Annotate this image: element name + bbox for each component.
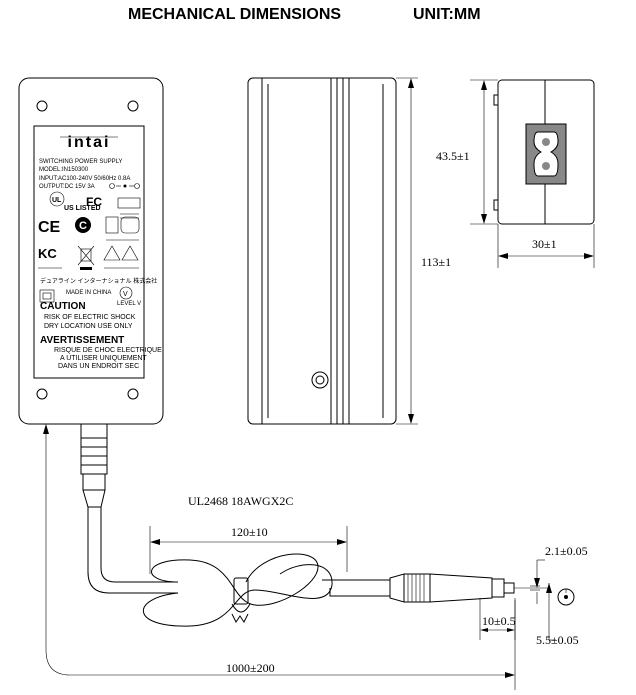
barrel-dimension: 5.5±0.05 bbox=[536, 633, 579, 647]
dimension-43-5: 43.5±1 bbox=[436, 79, 498, 225]
dimension-1000: 1000±200 bbox=[43, 424, 516, 690]
ce-mark: CE bbox=[38, 219, 61, 236]
caution-heading: CAUTION bbox=[40, 301, 86, 312]
mounting-hole-icon bbox=[127, 100, 139, 112]
ul-listed-mark: UL US LISTED bbox=[49, 191, 101, 212]
unit-label: UNIT:MM bbox=[413, 6, 481, 23]
strain-relief bbox=[80, 423, 108, 508]
svg-text:C: C bbox=[79, 220, 87, 232]
product-name: SWITCHING POWER SUPPLY bbox=[39, 159, 123, 165]
efficiency-mark bbox=[119, 286, 133, 300]
cable-spec: UL2468 18AWGX2C bbox=[188, 494, 293, 508]
cable-length-dimension: 1000±200 bbox=[226, 661, 275, 675]
dimension-30: 30±1 bbox=[497, 224, 595, 268]
avert-line-2: A UTILISER UNIQUEMENT bbox=[60, 355, 147, 362]
plug-end-view bbox=[557, 588, 575, 606]
dimension-2-1: 2.1±0.05 bbox=[530, 544, 588, 604]
dimension-120: 120±10 bbox=[149, 525, 348, 574]
c-tick-mark: C bbox=[75, 217, 91, 233]
end-outline bbox=[497, 79, 595, 225]
pin-dimension: 2.1±0.05 bbox=[545, 544, 588, 558]
brand-logo: intai bbox=[68, 134, 111, 151]
output-rating: OUTPUT:DC 15V 3A bbox=[39, 184, 95, 190]
svg-text:UL: UL bbox=[52, 197, 62, 204]
adapter-front-view: intai SWITCHING POWER SUPPLY MODEL:IN150… bbox=[18, 77, 164, 508]
dimension-5-5: 5.5±0.05 bbox=[536, 583, 579, 647]
mounting-hole-icon bbox=[36, 100, 48, 112]
polarity-icon bbox=[109, 183, 140, 189]
width-dimension: 30±1 bbox=[532, 237, 557, 251]
svg-text:US LISTED: US LISTED bbox=[64, 205, 101, 212]
japanese-text: デュアライン インターナショナル 株式会社 bbox=[40, 277, 157, 285]
efficiency-level: LEVEL V bbox=[117, 301, 141, 307]
avertissement-heading: AVERTISSEMENT bbox=[40, 335, 124, 346]
input-rating: INPUT:AC100-240V 50/60Hz 0.8A bbox=[39, 176, 130, 182]
cable-tie bbox=[233, 577, 249, 605]
side-outline bbox=[247, 77, 397, 425]
svg-text:V: V bbox=[123, 291, 128, 298]
dimension-113: 113±1 bbox=[396, 77, 451, 425]
double-insulation-icon bbox=[39, 289, 55, 303]
coil-dimension: 120±10 bbox=[231, 525, 268, 539]
vent-hole-icon bbox=[311, 371, 329, 389]
fcc-mark: FC bbox=[86, 195, 102, 209]
adapter-side-view bbox=[247, 77, 397, 425]
plug-length-dimension: 10±0.5 bbox=[482, 614, 516, 628]
caution-line-1: RISK OF ELECTRIC SHOCK bbox=[44, 314, 136, 321]
tuv-mark-icon bbox=[120, 216, 140, 234]
kc-mark: KC bbox=[38, 246, 57, 261]
avert-line-1: RISQUE DE CHOC ELECTRIQUE bbox=[54, 347, 162, 354]
rating-label bbox=[33, 125, 145, 379]
socket-height-dimension: 43.5±1 bbox=[436, 149, 470, 163]
adapter-end-view bbox=[493, 79, 595, 225]
dc-output-cable bbox=[87, 507, 390, 627]
dc-plug bbox=[389, 573, 548, 603]
mounting-hole-icon bbox=[127, 388, 139, 400]
energy-mark bbox=[117, 197, 141, 209]
dimension-10: 10±0.5 bbox=[479, 598, 516, 640]
made-in-label: MADE IN CHINA bbox=[66, 290, 111, 296]
avert-line-3: DANS UN ENDROIT SEC bbox=[58, 363, 139, 370]
caution-line-2: DRY LOCATION USE ONLY bbox=[44, 323, 133, 330]
drawing-title: MECHANICAL DIMENSIONS bbox=[128, 6, 341, 23]
weee-bin-icon bbox=[77, 245, 95, 270]
safety-mark-icon bbox=[105, 216, 119, 234]
mounting-hole-icon bbox=[36, 388, 48, 400]
model-number: MODEL:IN150300 bbox=[39, 167, 89, 173]
warning-triangle-icon bbox=[103, 245, 139, 261]
height-dimension: 113±1 bbox=[421, 255, 451, 269]
